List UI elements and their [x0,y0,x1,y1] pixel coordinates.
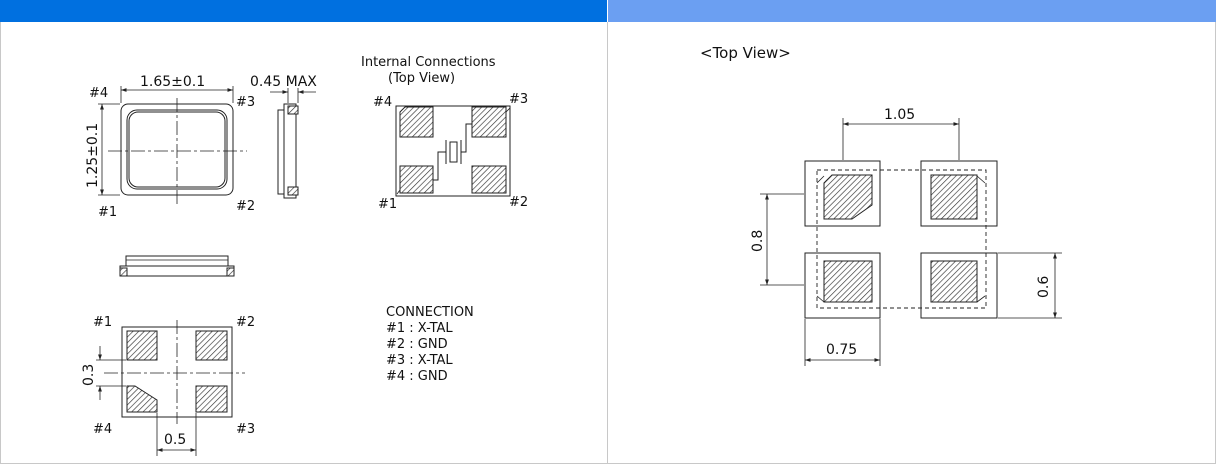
internal-connections-title: Internal Connections [361,55,496,70]
outline-top-view [98,86,247,204]
outline-pin-label-top-right: #3 [236,95,255,110]
dim-pad-width-label: 0.5 [164,432,186,448]
outline-bottom-view [96,320,245,456]
internal-pin-label-bottom-left: #1 [378,197,397,212]
dim-width-label: 1.65±0.1 [140,74,205,90]
outline-pin-label-bottom-right: #2 [236,199,255,214]
panel-divider [607,22,608,464]
connection-line-4: #4 : GND [386,369,448,384]
bottom-pin-label-top-left: #1 [93,315,112,330]
dim-pad-width-label-right: 0.75 [826,342,857,358]
connection-line-2: #2 : GND [386,337,448,352]
dim-pitch-x-label: 1.05 [884,107,915,123]
land-pattern-drawing [760,118,1062,366]
dim-height-label: 1.25±0.1 [85,123,101,188]
connection-line-1: #1 : X-TAL [386,321,453,336]
internal-pin-label-top-left: #4 [373,95,392,110]
bottom-pin-label-top-right: #2 [236,315,255,330]
dim-thickness-label: 0.45 MAX [250,74,317,90]
internal-pin-label-top-right: #3 [509,92,528,107]
bottom-pin-label-bottom-right: #3 [236,422,255,437]
outline-pin-label-bottom-left: #1 [98,205,117,220]
outline-side-view [270,88,316,199]
internal-connections-diagram [395,105,511,197]
header-bar-right [608,0,1216,22]
connection-line-3: #3 : X-TAL [386,353,453,368]
internal-connections-subtitle: (Top View) [388,71,455,86]
dim-pad-height-label: 0.6 [1036,276,1052,298]
internal-pin-label-bottom-right: #2 [509,195,528,210]
outline-front-view [119,255,235,277]
bottom-pin-label-bottom-left: #4 [93,422,112,437]
dim-pad-gap-label: 0.3 [81,364,97,386]
right-panel-title: <Top View> [700,44,791,62]
header-bar-left [0,0,607,22]
dim-pitch-y-label: 0.8 [750,230,766,252]
outline-pin-label-top-left: #4 [89,86,108,101]
connection-title: CONNECTION [386,305,474,320]
